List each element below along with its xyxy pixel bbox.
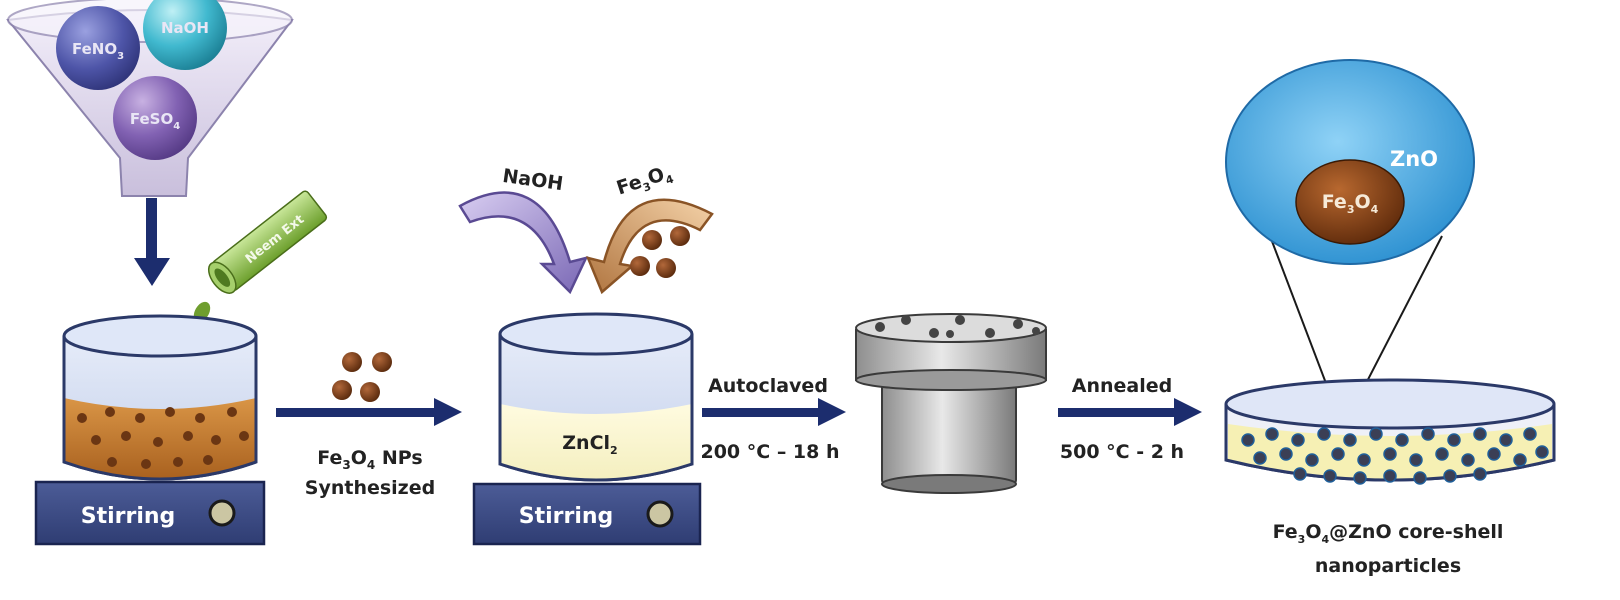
stir-plate-1-label: Stirring xyxy=(81,504,176,529)
step2-bottom-label: 200 °C – 18 h xyxy=(700,441,839,463)
product-label-line1: Fe3O4@ZnO core-shell xyxy=(1273,521,1504,546)
reagent-sphere-naoh: NaOH xyxy=(143,0,227,70)
feso4-label: FeSO4 xyxy=(130,110,180,132)
fe3o4-curved-arrow-icon xyxy=(585,198,714,295)
stir-plate-1: Stirring xyxy=(34,480,266,546)
step1-label-line2: Synthesized xyxy=(305,477,435,499)
fe3o4-reactant-label: Fe3O4 xyxy=(614,161,676,202)
product-label-line2: nanoparticles xyxy=(1315,555,1461,577)
naoh-curved-arrow-icon xyxy=(458,191,589,295)
core-shell-nanoparticle: ZnO Fe3O4 xyxy=(1225,59,1475,265)
stir-knob-1-icon xyxy=(208,499,236,527)
particles-cluster-2 xyxy=(630,226,690,278)
step1-label-line1: Fe3O4 NPs xyxy=(317,447,422,472)
stir-knob-2-icon xyxy=(646,500,674,528)
stir-plate-2: Stirring xyxy=(472,482,702,546)
autoclave-icon xyxy=(855,313,1047,494)
naoh-sphere-label: NaOH xyxy=(161,19,209,37)
naoh-reactant-label: NaOH xyxy=(501,165,564,195)
reagent-sphere-feso4: FeSO4 xyxy=(113,76,197,160)
step2-top-label: Autoclaved xyxy=(708,375,828,397)
zno-shell-label: ZnO xyxy=(1390,147,1438,171)
process-arrow-3-icon xyxy=(1058,398,1202,426)
process-arrow-1-icon xyxy=(276,398,462,426)
step3-bottom-label: 500 °C - 2 h xyxy=(1060,441,1184,463)
feno3-label: FeNO3 xyxy=(72,40,124,62)
process-arrow-2-icon xyxy=(702,398,846,426)
petri-particles xyxy=(1241,427,1549,485)
funnel-down-arrow-icon xyxy=(134,198,170,286)
beaker-zncl2: ZnCl2 xyxy=(498,312,694,482)
reagent-sphere-feno3: FeNO3 xyxy=(56,6,140,90)
fe3o4-core-label: Fe3O4 xyxy=(1322,191,1379,216)
neem-extract-tube: Neem Ext xyxy=(207,190,328,294)
stir-plate-2-label: Stirring xyxy=(519,504,614,529)
beaker-fe3o4-synthesis xyxy=(62,314,258,481)
beaker1-particles xyxy=(77,407,249,469)
particles-cluster-1 xyxy=(332,352,392,402)
step3-top-label: Annealed xyxy=(1072,375,1172,397)
zncl2-label: ZnCl2 xyxy=(562,432,617,457)
